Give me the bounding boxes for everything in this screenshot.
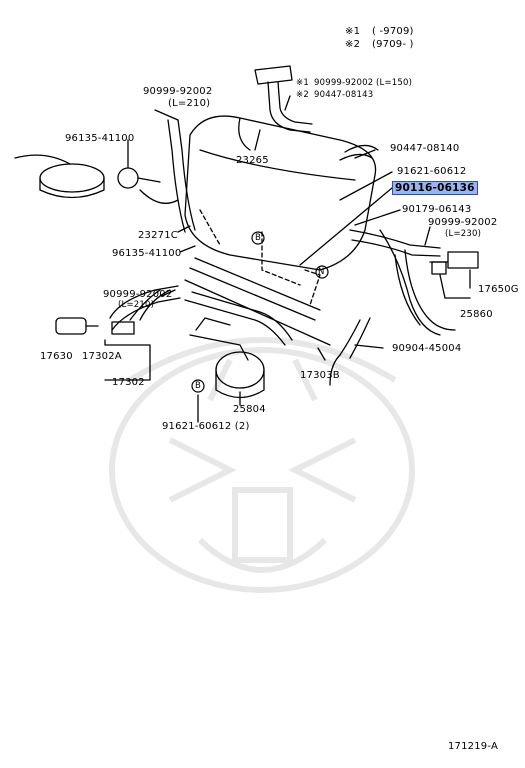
callout-17630: 17630	[40, 351, 73, 362]
callout-mark-1: ※1	[296, 78, 309, 88]
callout-mark-2: ※2	[296, 90, 309, 100]
legend-range-2: (9709- )	[372, 39, 414, 50]
callout-23265: 23265	[236, 155, 269, 166]
part-17630	[55, 317, 87, 335]
callout-90999-92002-right: 90999-92002	[428, 217, 498, 228]
callout-l230-right: (L=230)	[445, 229, 482, 239]
callout-l210-top: (L=210)	[168, 98, 211, 109]
canister-cap	[39, 163, 105, 193]
callout-l210-left: (L=210)	[118, 300, 155, 310]
callout-90999-92002-top: 90999-92002	[143, 86, 213, 97]
callout-25860: 25860	[460, 309, 493, 320]
callout-90999-92002-left: 90999-92002	[103, 289, 173, 300]
callout-17302a: 17302A	[82, 351, 122, 362]
legend-range-1: ( -9709)	[372, 26, 414, 37]
callout-90999-92002-l150: 90999-92002	[314, 78, 374, 88]
badge-b-lower: B	[195, 381, 202, 391]
callout-90447-08143: 90447-08143	[314, 90, 374, 100]
callout-96135-41100-top: 96135-41100	[65, 133, 135, 144]
pipe-main	[194, 257, 321, 311]
callout-23271c: 23271C	[138, 230, 178, 241]
badge-b-upper: B	[255, 233, 262, 243]
badge-n: N	[318, 267, 325, 277]
callout-90904-45004: 90904-45004	[392, 343, 462, 354]
diagram-id: 171219-A	[448, 741, 499, 752]
part-17650g	[447, 251, 479, 269]
callout-90179-06143: 90179-06143	[402, 204, 472, 215]
callout-96135-41100-mid: 96135-41100	[112, 248, 182, 259]
part-25860	[431, 261, 447, 275]
legend-mark-1: ※1	[345, 26, 361, 37]
fuel-tank	[184, 115, 377, 271]
callout-17303b: 17303B	[300, 370, 340, 381]
legend-mark-2: ※2	[345, 39, 361, 50]
callout-91621-60612-top: 91621-60612	[397, 166, 467, 177]
callout-90116-06136-highlighted[interactable]: 90116-06136	[392, 181, 478, 195]
callout-17302: 17302	[112, 377, 145, 388]
callout-91621-60612-bottom: 91621-60612 (2)	[162, 421, 250, 432]
callout-17650g: 17650G	[478, 284, 519, 295]
callout-l150: (L=150)	[376, 78, 413, 88]
callout-25804: 25804	[233, 404, 266, 415]
callout-90447-08140: 90447-08140	[390, 143, 460, 154]
vsv-25804	[215, 351, 265, 389]
hose-top	[177, 119, 196, 231]
valve-96135	[117, 167, 139, 189]
